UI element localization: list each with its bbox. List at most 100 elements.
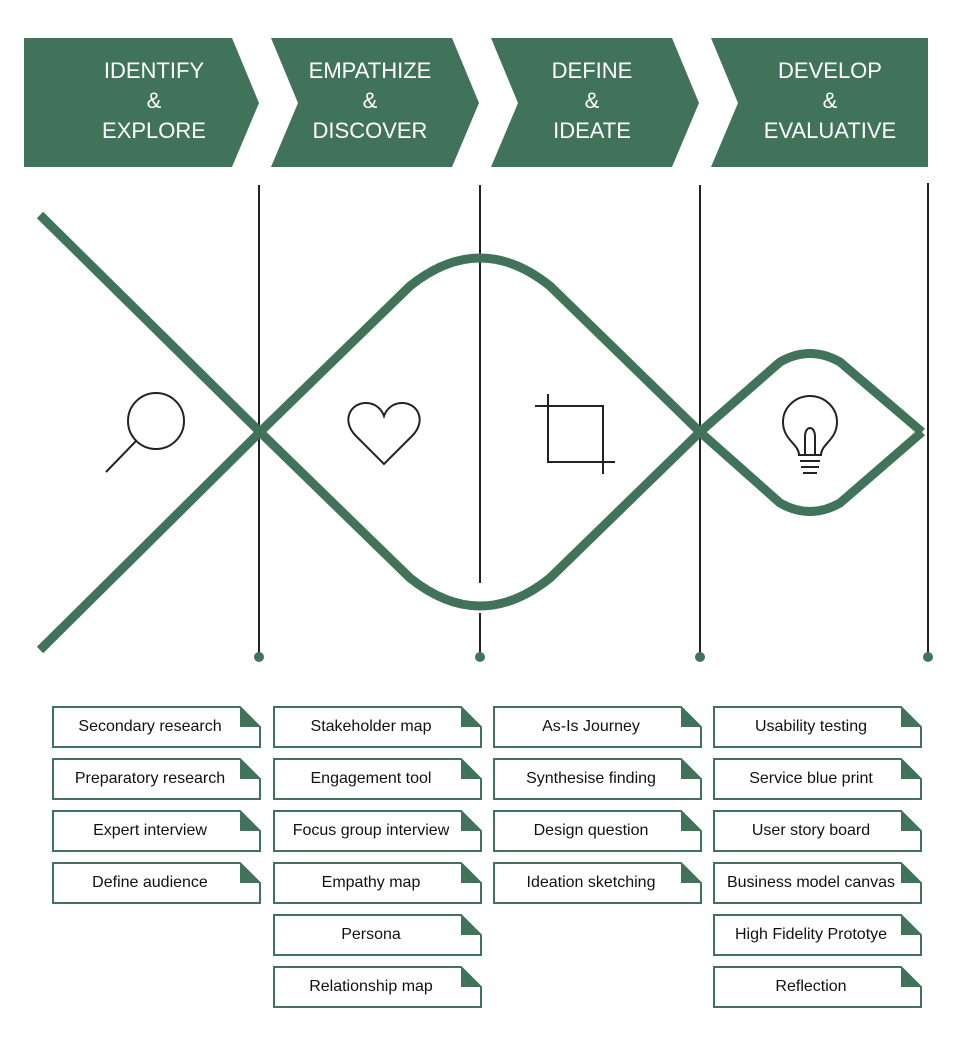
method-card <box>273 914 482 956</box>
method-card-label: User story board <box>751 822 871 839</box>
divider-dot-3 <box>695 652 705 662</box>
method-card-body <box>273 758 482 800</box>
method-card-body <box>713 966 922 1008</box>
method-card <box>273 706 482 748</box>
magnifier-icon <box>105 392 185 473</box>
divider-dot-4 <box>923 652 933 662</box>
method-card-fold <box>681 863 701 883</box>
method-card-body <box>52 758 261 800</box>
method-card-fold <box>461 759 481 779</box>
method-card-label: Persona <box>341 926 401 943</box>
method-card-label: Reflection <box>775 978 847 995</box>
method-card-body <box>713 706 922 748</box>
method-card <box>713 758 922 800</box>
phase-title-line: EXPLORE <box>102 118 206 143</box>
method-card-fold <box>901 811 921 831</box>
method-card <box>713 810 922 852</box>
flow-line-bottom <box>36 427 925 654</box>
method-card-body <box>273 966 482 1008</box>
method-card <box>273 810 482 852</box>
method-card-fold <box>901 915 921 935</box>
method-card <box>493 810 702 852</box>
method-card-body <box>713 862 922 904</box>
method-card-fold <box>461 863 481 883</box>
method-card-label: Design question <box>533 822 649 839</box>
method-card-body <box>273 914 482 956</box>
phase-title-line: & <box>146 88 162 113</box>
method-card-fold <box>240 759 260 779</box>
method-card-body <box>713 914 922 956</box>
method-card <box>273 966 482 1008</box>
flow-line-top <box>36 211 925 437</box>
method-card <box>273 758 482 800</box>
method-card-label: Stakeholder map <box>310 718 432 735</box>
method-card <box>493 706 702 748</box>
method-card-label: As-Is Journey <box>542 718 640 735</box>
method-card <box>52 758 261 800</box>
crop-icon <box>535 394 615 474</box>
method-card-fold <box>681 811 701 831</box>
method-card <box>52 810 261 852</box>
method-card-label: Ideation sketching <box>526 874 656 891</box>
phase-title-empathize: EMPATHIZE & DISCOVER <box>270 56 470 146</box>
method-card-fold <box>681 759 701 779</box>
method-card <box>493 758 702 800</box>
method-card-fold <box>240 863 260 883</box>
phase-title-line: & <box>822 88 838 113</box>
method-card-fold <box>901 707 921 727</box>
method-card-label: Empathy map <box>321 874 421 891</box>
phase-title-develop: DEVELOP & EVALUATIVE <box>720 56 940 146</box>
phase-title-define: DEFINE & IDEATE <box>492 56 692 146</box>
method-card-label: High Fidelity Prototye <box>734 926 888 943</box>
phase-title-line: DISCOVER <box>312 118 428 143</box>
method-card-body <box>52 810 261 852</box>
phase-title-line: DEVELOP <box>778 58 882 83</box>
method-card-label: Expert interview <box>93 822 207 839</box>
method-card-body <box>713 758 922 800</box>
method-card <box>52 862 261 904</box>
divider-dot-2 <box>475 652 485 662</box>
method-card-label: Usability testing <box>754 718 868 735</box>
method-card <box>713 706 922 748</box>
method-card-label: Relationship map <box>309 978 433 995</box>
phase-title-line: IDEATE <box>553 118 631 143</box>
phase-title-line: & <box>362 88 378 113</box>
method-card <box>713 914 922 956</box>
method-card-fold <box>901 863 921 883</box>
method-card <box>493 862 702 904</box>
phase-title-line: IDENTIFY <box>103 58 205 83</box>
method-card-body <box>52 706 261 748</box>
method-card-fold <box>461 707 481 727</box>
method-card-body <box>493 706 702 748</box>
method-card-label: Business model canvas <box>726 874 896 891</box>
method-card-fold <box>461 811 481 831</box>
method-card-body <box>273 810 482 852</box>
method-card <box>713 966 922 1008</box>
method-card-body <box>52 862 261 904</box>
method-card-body <box>493 810 702 852</box>
method-card-label: Secondary research <box>78 718 222 735</box>
method-card-fold <box>901 967 921 987</box>
phase-title-line: EVALUATIVE <box>763 118 897 143</box>
method-card-body <box>713 810 922 852</box>
method-card-fold <box>901 759 921 779</box>
heart-icon <box>347 401 421 466</box>
method-card <box>713 862 922 904</box>
method-card-fold <box>461 967 481 987</box>
method-card-fold <box>240 811 260 831</box>
phase-title-line: DEFINE <box>551 58 633 83</box>
method-card-label: Define audience <box>92 874 208 891</box>
method-card <box>52 706 261 748</box>
method-card-fold <box>681 707 701 727</box>
method-card-body <box>493 758 702 800</box>
phase-title-line: & <box>584 88 600 113</box>
phase-chevron-3 <box>491 38 699 167</box>
method-card-label: Synthesise finding <box>526 770 656 787</box>
phase-chevron-4 <box>711 38 928 167</box>
method-card-label: Preparatory research <box>74 770 226 787</box>
phase-chevron-1 <box>24 38 259 167</box>
method-card-body <box>273 862 482 904</box>
lightbulb-icon <box>781 394 839 474</box>
method-card-label: Service blue print <box>749 770 873 787</box>
